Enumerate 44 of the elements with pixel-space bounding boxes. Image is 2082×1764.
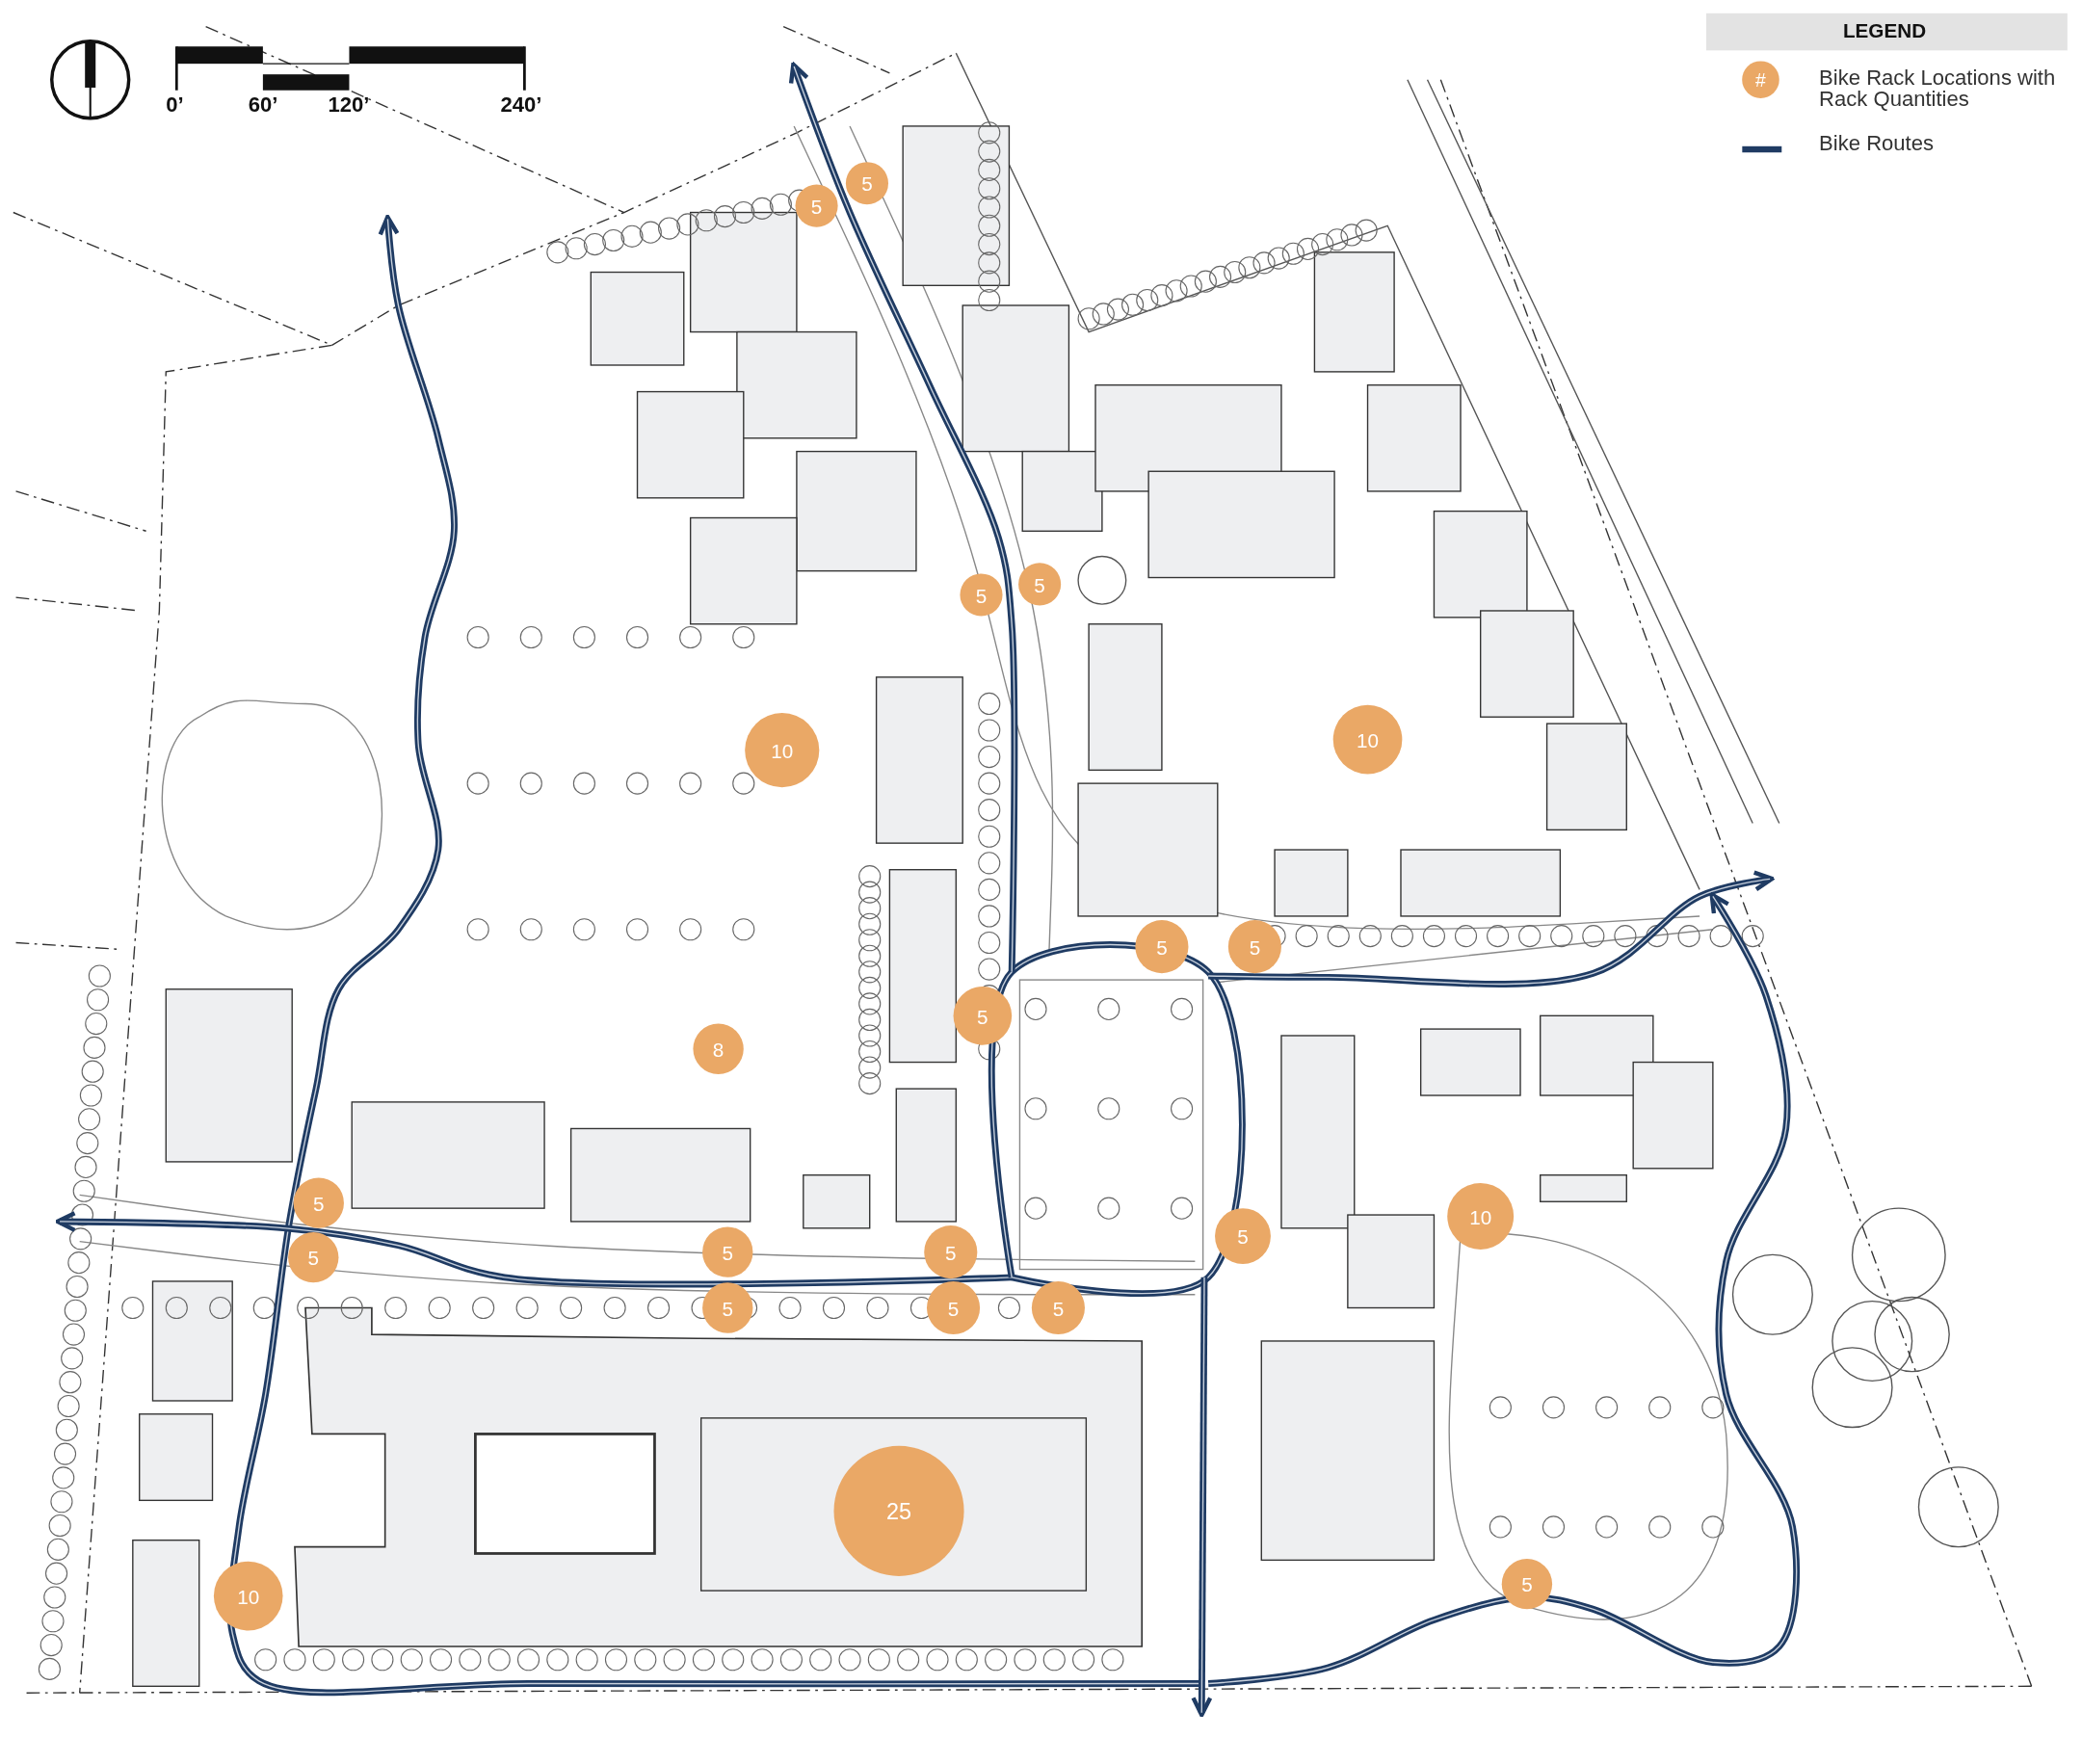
bike-rack-marker	[1227, 920, 1281, 974]
bike-rack-marker	[1215, 1208, 1271, 1265]
rack-quantity: 5	[307, 1247, 319, 1268]
rack-quantity: 5	[945, 1242, 957, 1262]
bike-rack-marker	[293, 1177, 344, 1228]
legend-swatch: #	[1742, 61, 1779, 98]
rack-quantity: 5	[810, 196, 823, 216]
bike-rack-marker	[1018, 563, 1062, 606]
bike-rack-marker	[702, 1282, 753, 1333]
rack-quantity: 5	[1156, 936, 1168, 957]
rack-quantity: 5	[1052, 1298, 1065, 1318]
bike-rack-marker	[960, 573, 1003, 617]
rack-quantity: 25	[886, 1499, 912, 1523]
legend-label: Bike Routes	[1819, 132, 1935, 154]
rack-quantity: 5	[1034, 574, 1045, 594]
rack-quantity: 5	[722, 1242, 733, 1262]
rack-quantity: 5	[975, 585, 988, 605]
legend-title: LEGEND	[1842, 18, 1927, 41]
rack-quantity: 5	[722, 1298, 733, 1318]
rack-quantity: 10	[771, 740, 794, 760]
rack-quantity: 5	[861, 172, 873, 194]
scale-label: 120’	[328, 92, 370, 118]
rack-quantity: 5	[313, 1193, 325, 1213]
rack-quantity: 10	[1357, 729, 1380, 750]
rack-quantity: 8	[712, 1039, 725, 1060]
scale-label: 0’	[166, 92, 184, 118]
scale-label: 60’	[248, 92, 278, 118]
bike-rack-marker	[1501, 1559, 1553, 1610]
rack-quantity: 10	[1469, 1206, 1492, 1226]
rack-quantity: 5	[1249, 936, 1261, 957]
bike-rack-marker	[927, 1280, 981, 1335]
bike-rack-marker	[288, 1231, 339, 1283]
bike-rack-marker	[845, 162, 888, 205]
legend-label: Bike Rack Locations with Rack Quantities	[1819, 67, 2057, 111]
rack-quantity: 5	[977, 1006, 988, 1026]
bike-rack-marker	[795, 184, 838, 227]
scale-label: 240’	[500, 92, 542, 118]
rack-quantity: 5	[1521, 1573, 1533, 1594]
rack-quantity: 5	[947, 1298, 960, 1318]
rack-quantity: 10	[237, 1586, 260, 1606]
bike-rack-marker	[953, 987, 1013, 1045]
bike-rack-marker	[924, 1225, 978, 1279]
rack-quantity: 5	[1237, 1225, 1249, 1247]
bike-rack-marker	[1031, 1280, 1085, 1335]
